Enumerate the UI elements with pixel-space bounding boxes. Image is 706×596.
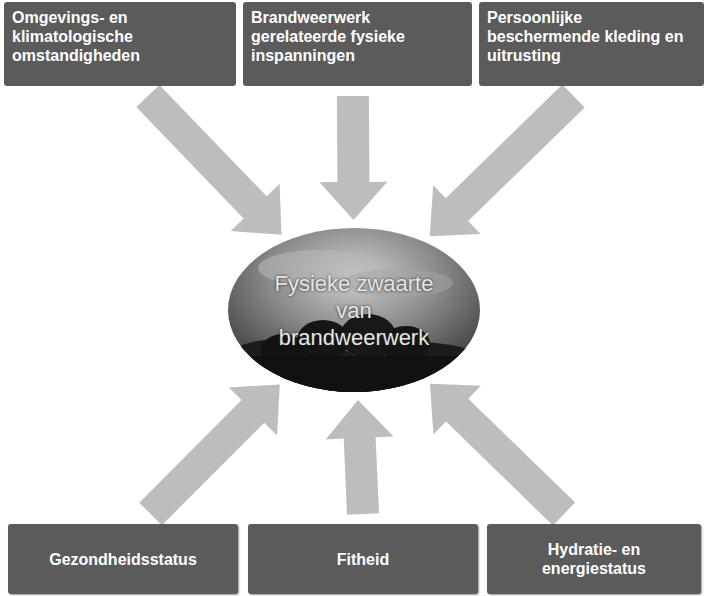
central-ellipse: Fysieke zwaarte van brandweerwerk (228, 228, 480, 392)
box-label: Fitheid (337, 550, 389, 569)
factor-box: Gezondheidsstatus (8, 524, 238, 594)
factor-box: Hydratie- en energiestatus (487, 524, 701, 594)
block-arrow (319, 96, 387, 220)
box-label: Gezondheidsstatus (49, 550, 197, 569)
factor-box: Persoonlijke beschermende kleding en uit… (479, 2, 704, 86)
factor-box: Brandweerwerk gerelateerde fysieke inspa… (243, 2, 472, 86)
box-label: Omgevings- en klimatologische omstandigh… (12, 8, 228, 65)
factor-box: Omgevings- en klimatologische omstandigh… (4, 2, 236, 86)
box-label: Brandweerwerk gerelateerde fysieke inspa… (251, 8, 464, 65)
center-label: Fysieke zwaarte van brandweerwerk (259, 270, 449, 351)
block-arrow (430, 85, 585, 237)
block-arrow (326, 400, 394, 515)
block-arrow (139, 385, 279, 526)
box-label: Hydratie- en energiestatus (497, 540, 691, 578)
block-arrow (430, 384, 575, 526)
block-arrow (136, 85, 281, 235)
box-label: Persoonlijke beschermende kleding en uit… (487, 8, 696, 65)
factor-box: Fitheid (248, 524, 478, 594)
